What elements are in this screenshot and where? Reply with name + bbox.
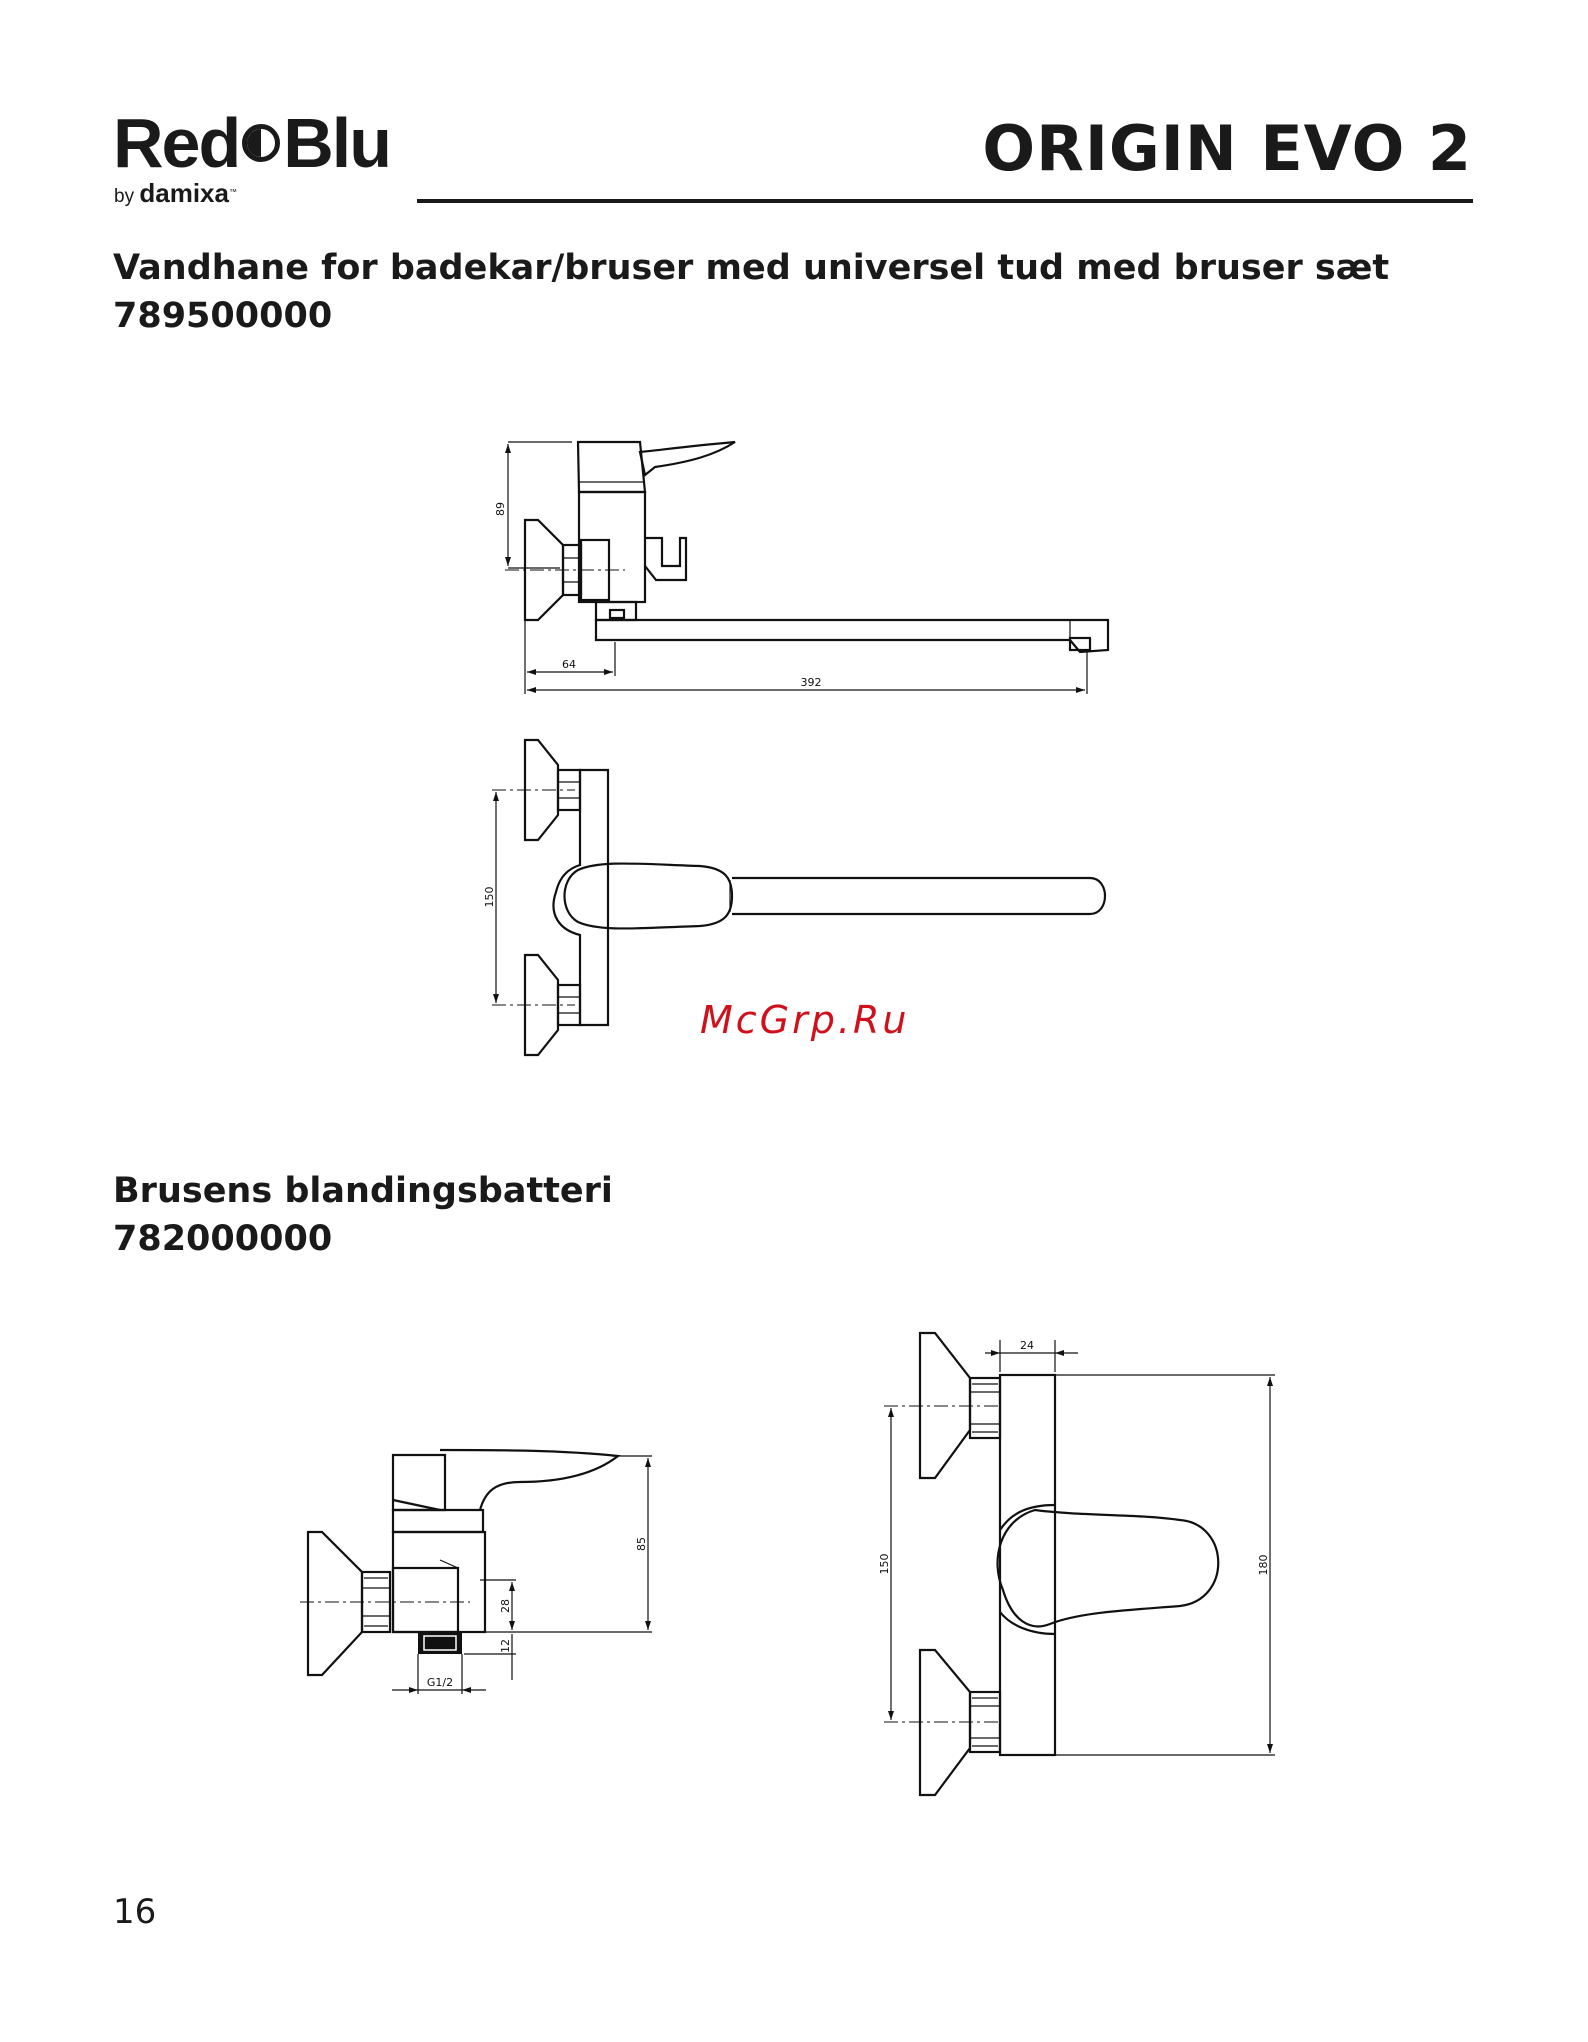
dim-p1-height: 89 [494,502,507,516]
dim-p2-outlet-gap: 28 [499,1599,512,1613]
watermark: McGrp.Ru [700,998,909,1042]
page-number: 16 [113,1892,156,1932]
dim-p2-overall: 180 [1257,1555,1270,1576]
dim-p1-spacing: 150 [483,887,496,908]
mixer2-front-view: 150 180 24 [878,1333,1275,1795]
dim-p1-offset: 64 [562,658,576,671]
dim-p2-height: 85 [635,1537,648,1551]
dim-p2-thread: G1/2 [427,1676,453,1689]
dim-p2-depth: 24 [1020,1339,1034,1352]
dim-p2-spacing: 150 [878,1554,891,1575]
mixer2-side-view: 85 28 12 G1/2 [300,1450,652,1694]
dim-p1-length: 392 [801,676,822,689]
dim-p2-outlet-depth: 12 [499,1639,512,1653]
mixer1-side-view: 89 64 392 [494,442,1108,694]
